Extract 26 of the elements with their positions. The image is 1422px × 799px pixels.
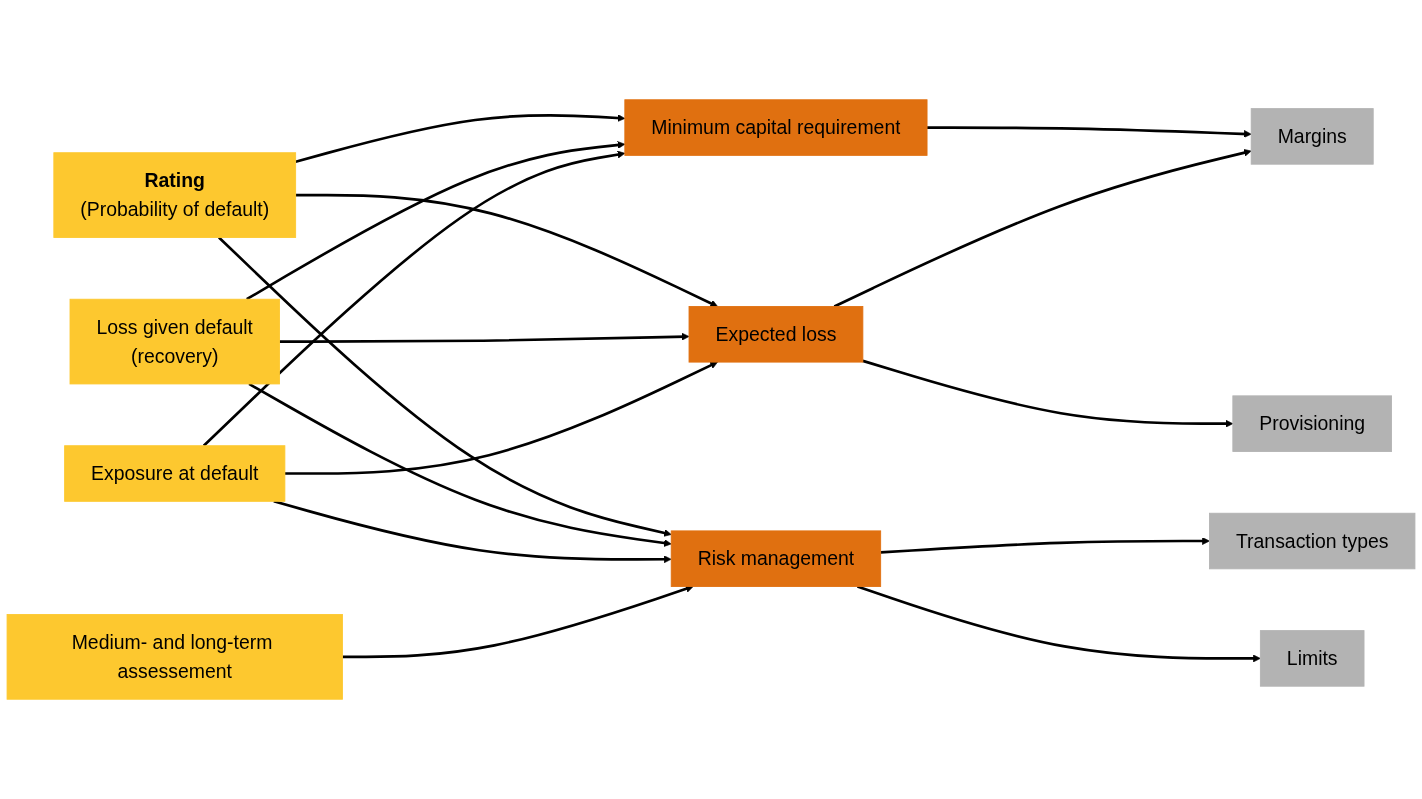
arrow xyxy=(279,332,690,343)
node-box: Provisioning xyxy=(1232,395,1392,452)
arrow xyxy=(218,236,672,537)
node-box: Limits xyxy=(1259,630,1365,687)
node-box: Risk management xyxy=(670,530,882,587)
node-box: Medium- and long-term assessement xyxy=(6,614,343,700)
node-box: Rating (Probability of default) xyxy=(53,152,297,238)
arrow xyxy=(880,537,1210,554)
node-box: Transaction types xyxy=(1209,512,1416,570)
node-box: Margins xyxy=(1250,108,1374,165)
arrow xyxy=(295,113,626,164)
arrow xyxy=(248,382,672,547)
arrow xyxy=(833,148,1252,308)
node-box: Loss given default (recovery) xyxy=(69,298,280,385)
arrow xyxy=(862,359,1234,428)
arrow xyxy=(273,500,672,564)
arrow xyxy=(927,126,1252,138)
arrow xyxy=(857,585,1261,663)
node-box: Expected loss xyxy=(688,306,864,363)
arrow xyxy=(246,141,626,301)
node-box: Exposure at default xyxy=(64,445,286,502)
arrow xyxy=(202,150,626,447)
arrow xyxy=(342,585,694,659)
arrow xyxy=(295,193,718,307)
arrow xyxy=(284,361,718,475)
node-box: Minimum capital requirement xyxy=(624,99,928,156)
